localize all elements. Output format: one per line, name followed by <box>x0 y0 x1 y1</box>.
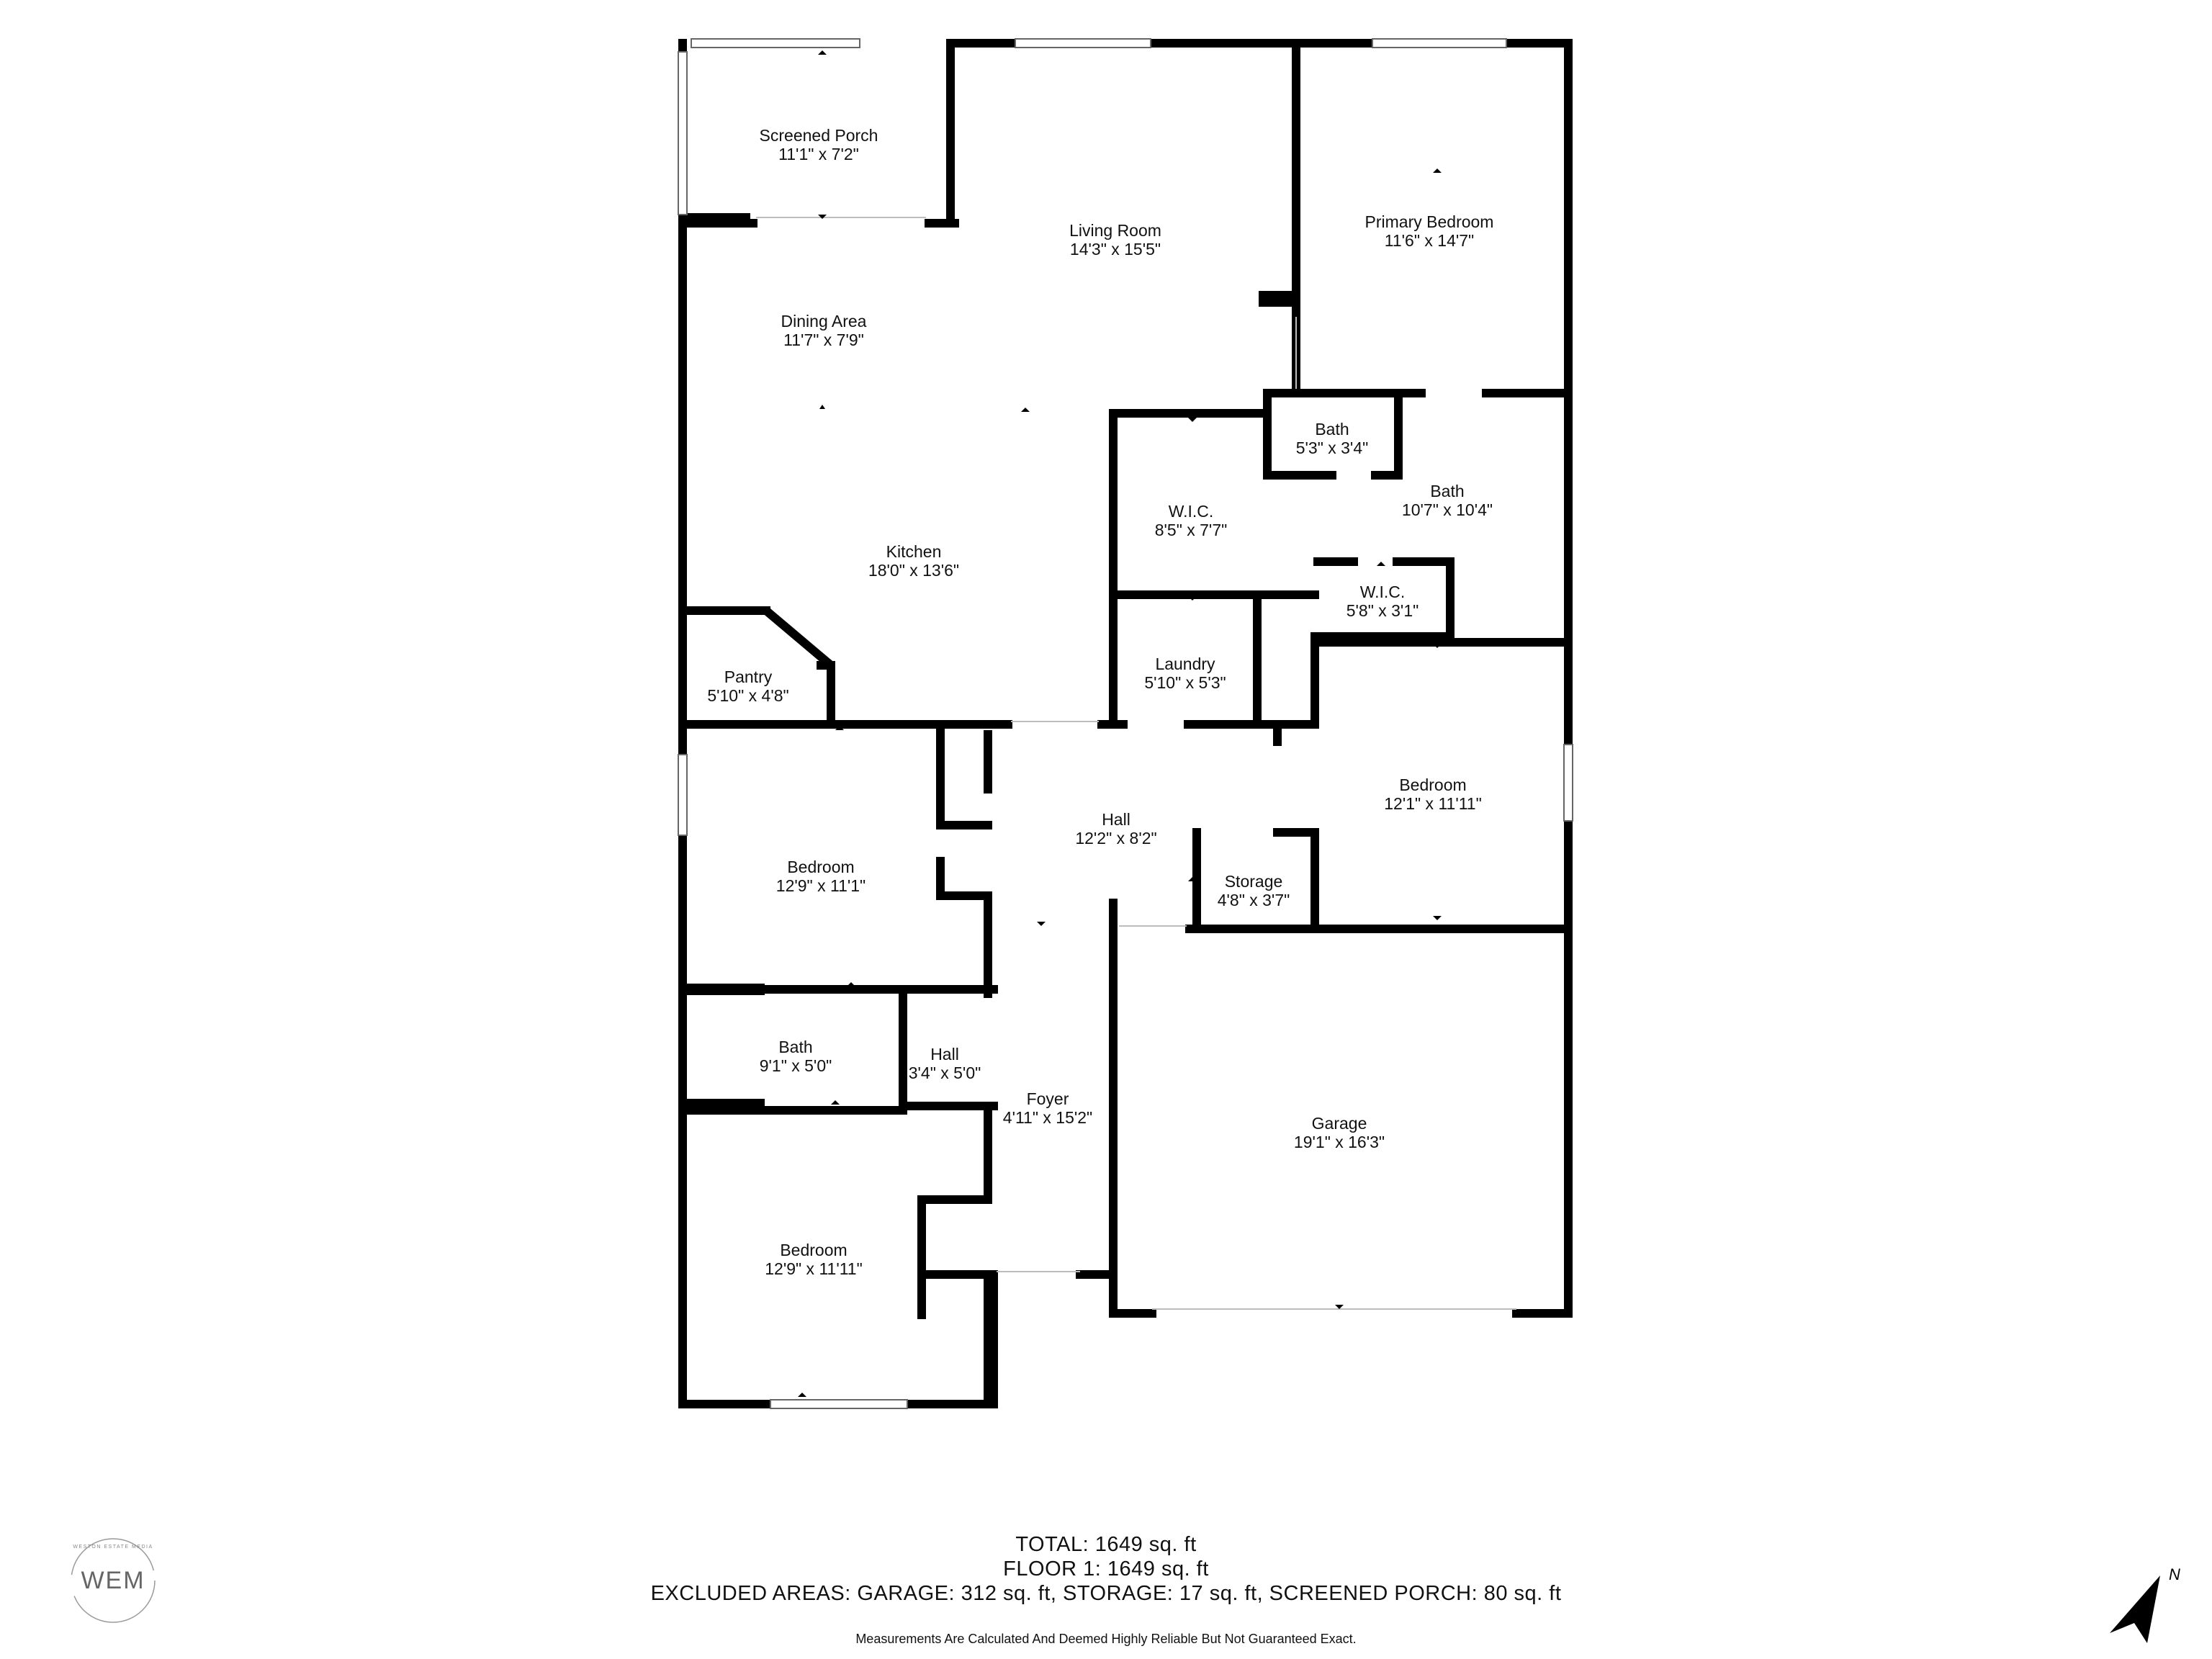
bath-west-corner-s <box>678 1099 765 1113</box>
room-garage: Garage 19'1" x 16'3" <box>1267 1114 1411 1152</box>
room-screened-porch: Screened Porch 11'1" x 7'2" <box>734 126 903 164</box>
room-dims: 5'8" x 3'1" <box>1346 601 1419 620</box>
room-name: Foyer <box>1026 1089 1069 1108</box>
window-porch-west <box>678 51 688 215</box>
room-name: Living Room <box>1069 221 1161 240</box>
window-primary-north <box>1372 38 1507 48</box>
room-dims: 11'7" x 7'9" <box>783 330 864 349</box>
room-name: Dining Area <box>781 312 867 331</box>
room-name: Screened Porch <box>759 126 878 145</box>
room-wic-small: W.I.C. 5'8" x 3'1" <box>1325 583 1440 621</box>
room-dims: 5'10" x 5'3" <box>1144 673 1226 692</box>
room-dims: 5'10" x 4'8" <box>707 685 789 705</box>
north-arrow-icon: N <box>2110 1565 2180 1643</box>
wall-north-east <box>946 39 1573 1318</box>
room-dims: 12'2" x 8'2" <box>1075 828 1157 848</box>
wall-bedroom-south-east <box>917 1105 992 1408</box>
room-dims: 19'1" x 16'3" <box>1293 1132 1385 1151</box>
room-name: Bedroom <box>1399 775 1467 794</box>
room-bedroom-south: Bedroom 12'9" x 11'11" <box>734 1241 893 1279</box>
room-pantry: Pantry 5'10" x 4'8" <box>687 667 809 706</box>
room-dims: 14'3" x 15'5" <box>1069 239 1161 258</box>
room-kitchen: Kitchen 18'0" x 13'6" <box>838 542 989 580</box>
porch-corner <box>678 213 750 228</box>
room-dims: 5'3" x 3'4" <box>1295 438 1369 457</box>
angled-walls <box>763 607 834 669</box>
area-total: TOTAL: 1649 sq. ft <box>1015 1533 1197 1556</box>
room-name: Garage <box>1311 1114 1367 1133</box>
area-floor-1: FLOOR 1: 1649 sq. ft <box>1003 1557 1209 1581</box>
pantry-angle <box>763 607 834 669</box>
window-porch-north <box>691 38 860 48</box>
room-living-room: Living Room 14'3" x 15'5" <box>1040 221 1191 259</box>
room-dims: 9'1" x 5'0" <box>759 1056 832 1075</box>
room-bedroom-west: Bedroom 12'9" x 11'1" <box>749 858 893 896</box>
room-name: Pantry <box>724 667 773 686</box>
room-dims: 4'11" x 15'2" <box>1002 1107 1093 1127</box>
room-dining-area: Dining Area 11'7" x 7'9" <box>752 312 896 350</box>
windows <box>678 38 1573 1409</box>
window-living-north <box>1015 38 1151 48</box>
room-dims: 11'6" x 14'7" <box>1384 230 1475 250</box>
room-dims: 18'0" x 13'6" <box>868 560 960 580</box>
wall-stubs <box>678 213 1292 1113</box>
room-name: Kitchen <box>886 542 942 561</box>
room-name: W.I.C. <box>1359 583 1406 601</box>
room-name: Storage <box>1224 872 1283 891</box>
room-dims: 12'1" x 11'11" <box>1384 793 1482 813</box>
disclaimer: Measurements Are Calculated And Deemed H… <box>855 1632 1357 1646</box>
dimension-ticks <box>798 50 1442 1397</box>
room-name: Primary Bedroom <box>1364 212 1494 231</box>
room-dims: 8'5" x 7'7" <box>1154 520 1228 539</box>
room-bedroom-east: Bedroom 12'1" x 11'11" <box>1354 775 1512 814</box>
wall-wic-small <box>1310 557 1455 641</box>
room-dims: 10'7" x 10'4" <box>1401 500 1493 519</box>
room-name: Hall <box>930 1045 959 1064</box>
room-name: W.I.C. <box>1168 502 1214 521</box>
room-hall-small: Hall 3'4" x 5'0" <box>896 1045 994 1083</box>
room-bath-west: Bath 9'1" x 5'0" <box>734 1038 857 1076</box>
logo-ring-text: WESTON ESTATE MEDIA <box>73 1545 153 1550</box>
room-wic-large: W.I.C. 8'5" x 7'7" <box>1133 502 1249 540</box>
room-dims: 12'9" x 11'11" <box>765 1259 863 1278</box>
room-dims: 12'9" x 11'1" <box>775 876 866 895</box>
room-name: Bath <box>778 1038 813 1056</box>
room-hall-main: Hall 12'2" x 8'2" <box>1051 810 1181 848</box>
room-name: Laundry <box>1155 655 1215 673</box>
room-name: Hall <box>1102 810 1130 829</box>
room-name: Bedroom <box>780 1241 848 1259</box>
bath-west-corner-n <box>678 984 765 995</box>
room-name: Bedroom <box>787 858 855 876</box>
window-bedroom-east <box>1563 744 1573 822</box>
wall-storage <box>1192 828 1319 929</box>
room-dims: 4'8" x 3'7" <box>1217 890 1290 909</box>
wem-logo: WEM WESTON ESTATE MEDIA <box>71 1538 156 1623</box>
window-bedroom-west <box>678 754 688 836</box>
wall-bath-small <box>1263 389 1403 480</box>
room-primary-bath: Bath 10'7" x 10'4" <box>1375 482 1519 520</box>
logo-monogram: WEM <box>81 1567 145 1594</box>
room-foyer: Foyer 4'11" x 15'2" <box>994 1089 1102 1128</box>
wall-garage-west <box>1109 899 1156 1318</box>
wall-bedroom-west-east <box>936 720 992 998</box>
north-arrow-shape <box>2110 1575 2160 1643</box>
room-dims: 11'1" x 7'2" <box>778 144 859 163</box>
north-label: N <box>2169 1565 2180 1583</box>
room-dims: 3'4" x 5'0" <box>908 1063 981 1082</box>
window-bedroom-south <box>770 1399 908 1409</box>
room-storage: Storage 4'8" x 3'7" <box>1200 872 1308 910</box>
closet-block <box>1259 291 1292 307</box>
room-name: Bath <box>1315 420 1349 439</box>
wall-laundry <box>1253 596 1319 729</box>
wall-wic-large <box>1109 409 1319 724</box>
area-excluded: EXCLUDED AREAS: GARAGE: 312 sq. ft, STOR… <box>650 1582 1562 1605</box>
room-primary-bedroom: Primary Bedroom 11'6" x 14'7" <box>1339 212 1519 251</box>
room-name: Bath <box>1430 482 1465 500</box>
openings <box>756 217 1516 1310</box>
room-bath-small: Bath 5'3" x 3'4" <box>1274 420 1390 458</box>
room-laundry: Laundry 5'10" x 5'3" <box>1120 655 1250 693</box>
